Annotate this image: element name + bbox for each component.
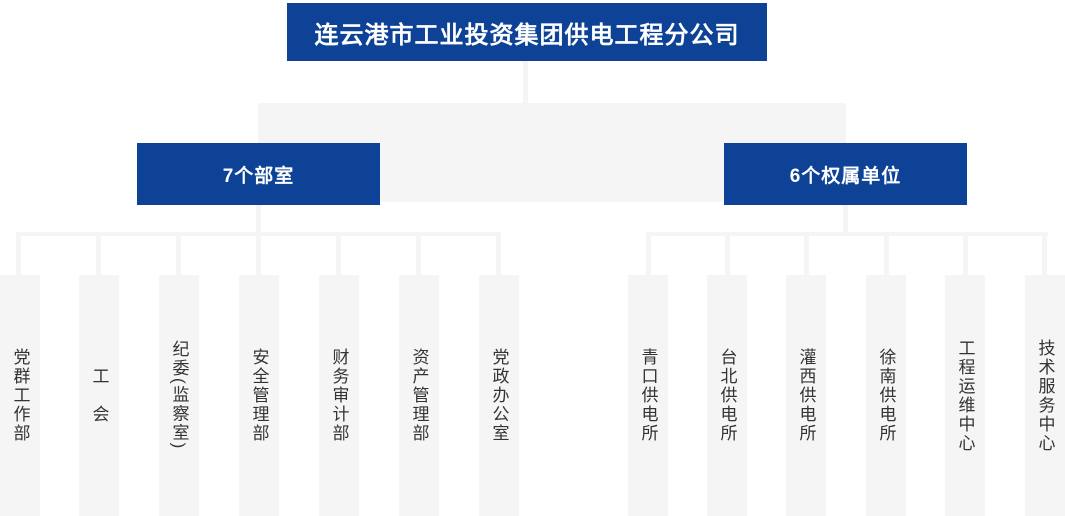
dept-label: 党政办公室 bbox=[489, 348, 509, 443]
unit-column: 技术服务中心 bbox=[1025, 275, 1065, 516]
group-label: 6个权属单位 bbox=[789, 165, 902, 187]
unit-column: 工程运维中心 bbox=[945, 275, 985, 516]
unit-label: 台北供电所 bbox=[717, 348, 737, 443]
unit-label: 灌西供电所 bbox=[796, 348, 816, 443]
dept-column: 党群工作部 bbox=[0, 275, 40, 516]
connector-right-stub bbox=[843, 205, 848, 236]
unit-column: 灌西供电所 bbox=[786, 275, 826, 516]
dept-label: 党群工作部 bbox=[10, 348, 30, 443]
connector-drop bbox=[96, 232, 101, 275]
connector-rail-right bbox=[646, 232, 1048, 236]
dept-column: 纪委(监察室) bbox=[159, 275, 199, 516]
connector-left-stub bbox=[256, 205, 261, 236]
connector-root-stub bbox=[523, 61, 528, 103]
connector-drop bbox=[16, 232, 21, 275]
connector-drop bbox=[725, 232, 730, 275]
connector-drop bbox=[496, 232, 501, 275]
dept-column: 资产管理部 bbox=[399, 275, 439, 516]
connector-drop bbox=[804, 232, 809, 275]
unit-label: 工程运维中心 bbox=[955, 338, 975, 453]
unit-label: 技术服务中心 bbox=[1035, 338, 1055, 453]
dept-column: 财务审计部 bbox=[319, 275, 359, 516]
dept-label: 工 会 bbox=[89, 367, 109, 424]
unit-column: 青口供电所 bbox=[628, 275, 668, 516]
connector-drop bbox=[336, 232, 341, 275]
connector-drop bbox=[646, 232, 651, 275]
group-node-subsidiaries: 6个权属单位 bbox=[724, 143, 967, 205]
root-node: 连云港市工业投资集团供电工程分公司 bbox=[287, 3, 767, 61]
connector-drop bbox=[1042, 232, 1047, 275]
connector-drop bbox=[416, 232, 421, 275]
group-node-departments: 7个部室 bbox=[137, 143, 380, 205]
unit-label: 徐南供电所 bbox=[876, 348, 896, 443]
unit-column: 台北供电所 bbox=[707, 275, 747, 516]
dept-label: 纪委(监察室) bbox=[169, 340, 189, 451]
dept-label: 资产管理部 bbox=[409, 348, 429, 443]
dept-column: 安全管理部 bbox=[239, 275, 279, 516]
dept-column: 党政办公室 bbox=[479, 275, 519, 516]
group-label: 7个部室 bbox=[222, 165, 295, 187]
unit-label: 青口供电所 bbox=[638, 348, 658, 443]
connector-drop bbox=[884, 232, 889, 275]
connector-drop bbox=[963, 232, 968, 275]
dept-column: 工 会 bbox=[79, 275, 119, 516]
connector-drop bbox=[176, 232, 181, 275]
unit-column: 徐南供电所 bbox=[866, 275, 906, 516]
dept-label: 财务审计部 bbox=[329, 348, 349, 443]
dept-label: 安全管理部 bbox=[249, 348, 269, 443]
root-label: 连云港市工业投资集团供电工程分公司 bbox=[314, 21, 740, 49]
connector-drop bbox=[256, 232, 261, 275]
